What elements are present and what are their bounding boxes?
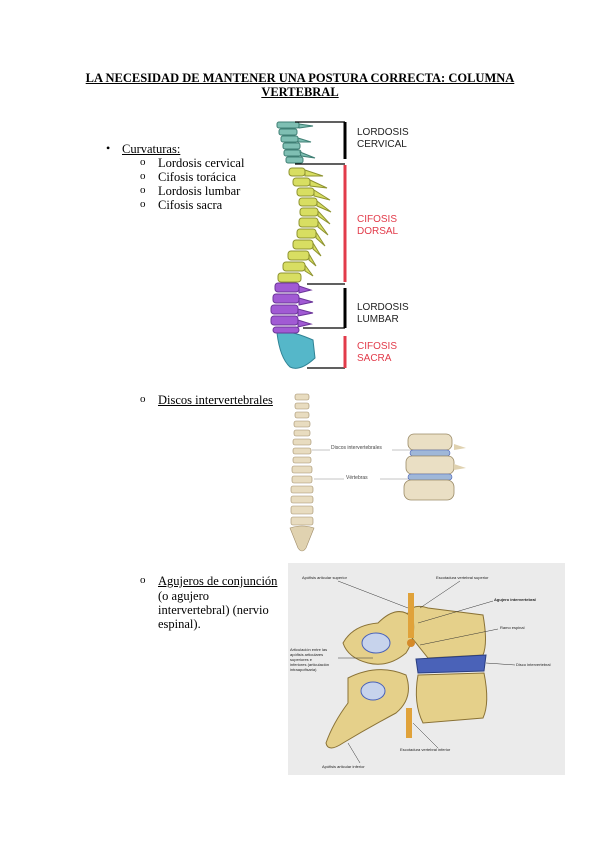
column-vertebrae (289, 393, 315, 552)
leader-lines (337, 580, 516, 764)
agujero-label: Agujero intervertebral (494, 597, 536, 602)
vertebras-fig-label: Vértebras (346, 475, 368, 481)
sup-art-label: Apófisis articular superior (302, 575, 347, 580)
spinal-nerve (406, 593, 415, 738)
curvatura-item: Lordosis lumbar (158, 184, 241, 198)
articulacion-label: Articulación entre las apófisis articula… (290, 647, 330, 672)
curvatura-item: Cifosis torácica (158, 170, 237, 184)
discos-fig-label: Discos intervertebrales (331, 445, 382, 451)
disco-label: Disco intervertebral (516, 662, 551, 667)
circle-bullet-icon: o (140, 198, 146, 210)
intervertebral-foramen-figure: Apófisis articular superior Escotadura v… (288, 563, 565, 775)
curvatura-item: Cifosis sacra (158, 198, 223, 212)
vertebrae-closeup (403, 433, 466, 501)
agujeros-desc: intervertebral) (nervio (158, 603, 269, 617)
title-line-2: VERTEBRAL (261, 85, 339, 99)
upper-vertebra (342, 605, 486, 665)
circle-bullet-icon: o (140, 574, 146, 586)
circle-bullet-icon: o (140, 184, 146, 196)
thoracic-vertebrae (277, 167, 332, 283)
inf-art-label: Apófisis articular inferior (322, 764, 365, 769)
title-line-1: LA NECESIDAD DE MANTENER UNA POSTURA COR… (85, 71, 515, 85)
curvaturas-heading: Curvaturas: (122, 142, 181, 156)
curvatura-item: Lordosis cervical (158, 156, 245, 170)
disc (415, 654, 487, 674)
sacrum-shape (276, 331, 316, 369)
circle-bullet-icon: o (140, 156, 146, 168)
escotadura-sup-label: Escotadura vertebral superior (436, 575, 489, 580)
agujeros-desc: (o agujero (158, 589, 210, 603)
bullet-icon: • (106, 141, 111, 155)
spine-discs-figure (289, 393, 466, 552)
page-title: LA NECESIDAD DE MANTENER UNA POSTURA COR… (70, 71, 530, 99)
spine-curvatures-figure (270, 121, 347, 369)
ramo-label: Ramo espinal (500, 625, 525, 630)
bracket-lines (295, 121, 345, 369)
lumbar-vertebrae (270, 282, 314, 334)
agujeros-desc: espinal). (158, 617, 201, 631)
lower-vertebra (325, 669, 488, 749)
pointer-lines (312, 449, 414, 480)
escotadura-inf-label: Escotadura vertebral inferior (400, 747, 451, 752)
cervical-vertebrae (276, 121, 316, 164)
discos-label: Discos intervertebrales (158, 393, 273, 407)
agujeros-label: Agujeros de conjunción (158, 574, 278, 588)
circle-bullet-icon: o (140, 393, 146, 405)
circle-bullet-icon: o (140, 170, 146, 182)
